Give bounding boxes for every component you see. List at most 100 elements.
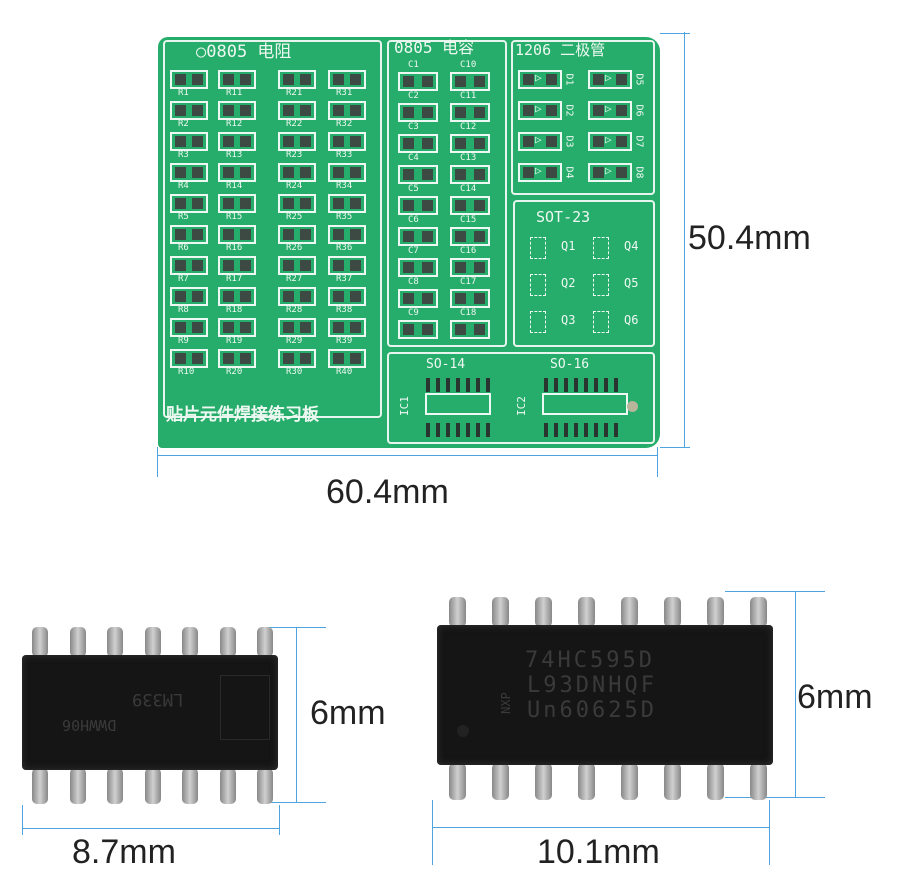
pad-copper (474, 169, 485, 180)
capacitor-footprint (450, 227, 490, 246)
resistor-footprint (218, 349, 256, 368)
so16-pin (492, 763, 509, 800)
board-width-tick-left (157, 447, 158, 477)
resistor-label: R18 (226, 305, 243, 315)
resistor-label: R40 (336, 367, 353, 377)
resistor-label: R19 (226, 336, 243, 346)
so16-pin (535, 763, 552, 800)
resistor-footprint (170, 287, 208, 306)
pad-copper (223, 291, 234, 302)
pad-copper (403, 231, 414, 242)
resistor-footprint (278, 318, 316, 337)
so16-pin (492, 597, 509, 627)
so14-pad (476, 423, 480, 437)
pad-copper (223, 322, 234, 333)
diode-title: 1206 二极管 (515, 41, 606, 59)
so14-width-label: 8.7mm (72, 833, 176, 871)
pad-copper (283, 229, 294, 240)
resistor-footprint (328, 349, 366, 368)
so16-pad (584, 378, 588, 392)
pad-copper (333, 198, 344, 209)
capacitor-footprint (398, 289, 438, 308)
resistor-label: R17 (226, 274, 243, 284)
resistor-footprint (328, 70, 366, 89)
so16-height-tick-top (725, 591, 825, 592)
pad-copper (474, 293, 485, 304)
so16-outline (542, 393, 628, 415)
capacitor-footprint (398, 72, 438, 91)
pad-copper (333, 260, 344, 271)
capacitor-label: C12 (460, 122, 477, 132)
resistor-label: R27 (286, 274, 303, 284)
so16-pin (707, 597, 724, 627)
board-height-line (684, 32, 685, 448)
capacitor-label: C18 (460, 308, 477, 318)
pad-copper (192, 229, 203, 240)
so14-pad (426, 378, 430, 392)
pad-copper (175, 353, 186, 364)
so16-pin (750, 763, 767, 800)
pad-copper (300, 198, 311, 209)
capacitor-footprint (450, 103, 490, 122)
so14-pad (446, 423, 450, 437)
so14-body-notch (220, 675, 270, 740)
so14-title: SO-14 (426, 357, 466, 372)
resistor-label: R20 (226, 367, 243, 377)
so16-height-label: 6mm (797, 678, 873, 716)
diode-polarity-icon: ▷ (535, 164, 542, 177)
sot23-footprint (593, 311, 609, 333)
pad-copper (523, 74, 534, 85)
so14-pad (456, 378, 460, 392)
so16-body: 74HC595D L93DNHQF Un60625D NXP (437, 625, 773, 765)
pad-copper (403, 138, 414, 149)
pad-copper (422, 138, 433, 149)
so14-pin (219, 768, 236, 804)
pad-copper (223, 353, 234, 364)
pad-copper (422, 169, 433, 180)
resistor-label: R15 (226, 212, 243, 222)
pad-copper (403, 324, 414, 335)
capacitor-label: C13 (460, 153, 477, 163)
capacitor-label: C1 (408, 60, 419, 70)
practice-pcb-board: ○0805 电阻 0805 电容 1206 二极管 SOT-23 SO-14 S… (158, 37, 660, 448)
capacitor-footprint (398, 165, 438, 184)
so14-pad (486, 378, 490, 392)
pad-copper (455, 76, 466, 87)
diode-polarity-icon: ▷ (605, 164, 612, 177)
diode-polarity-icon: ▷ (535, 71, 542, 84)
pad-copper (240, 291, 251, 302)
sot23-section (513, 200, 655, 347)
resistor-label: R3 (178, 150, 189, 160)
so16-pad (594, 423, 598, 437)
pad-copper (422, 293, 433, 304)
pad-copper (240, 198, 251, 209)
pad-copper (300, 74, 311, 85)
capacitor-footprint (450, 165, 490, 184)
board-width-label: 60.4mm (326, 473, 449, 511)
resistor-footprint (278, 132, 316, 151)
pad-copper (422, 107, 433, 118)
so16-pin (621, 597, 638, 627)
pad-copper (283, 74, 294, 85)
pad-copper (616, 105, 627, 116)
capacitor-label: C3 (408, 122, 419, 132)
pad-copper (350, 136, 361, 147)
pad-copper (223, 105, 234, 116)
resistor-footprint (170, 194, 208, 213)
so14-pad (426, 423, 430, 437)
resistor-label: R29 (286, 336, 303, 346)
so16-pad (554, 423, 558, 437)
resistor-label: R25 (286, 212, 303, 222)
so16-pad (584, 423, 588, 437)
resistor-section (163, 40, 382, 418)
pad-copper (523, 167, 534, 178)
pad-copper (283, 105, 294, 116)
so16-pin (578, 597, 595, 627)
pad-copper (523, 136, 534, 147)
diode-footprint (588, 132, 632, 151)
so16-pad (554, 378, 558, 392)
pad-copper (283, 322, 294, 333)
pad-copper (455, 169, 466, 180)
so14-pin (257, 768, 273, 804)
pad-copper (192, 291, 203, 302)
